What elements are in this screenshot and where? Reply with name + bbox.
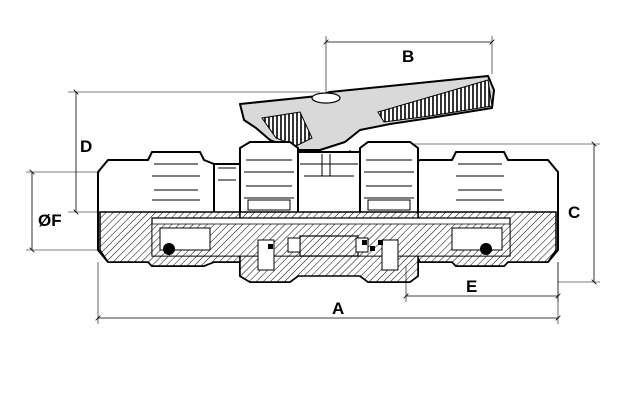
- section-view: [99, 211, 557, 283]
- dimension-label-b: B: [402, 47, 414, 66]
- seal-dot-3: [378, 240, 383, 245]
- seal-dot-4: [370, 246, 375, 251]
- dimension-label-a: A: [332, 299, 344, 318]
- lever-handle: [239, 75, 495, 161]
- dimensions: [26, 36, 600, 324]
- handle-grip-left: [261, 111, 313, 147]
- nut-ribs: [152, 154, 504, 211]
- dimension-label-e: E: [466, 277, 477, 296]
- handle-hub: [311, 92, 341, 104]
- o-ring-right: [480, 243, 492, 255]
- handle-grip-right: [377, 79, 493, 123]
- o-ring-left: [163, 243, 175, 255]
- dimension-label-f: ØF: [38, 211, 62, 230]
- dimension-label-c: C: [568, 203, 580, 222]
- seal-dot-2: [362, 240, 367, 245]
- dimension-label-d: D: [80, 137, 92, 156]
- seal-dot-1: [268, 244, 273, 249]
